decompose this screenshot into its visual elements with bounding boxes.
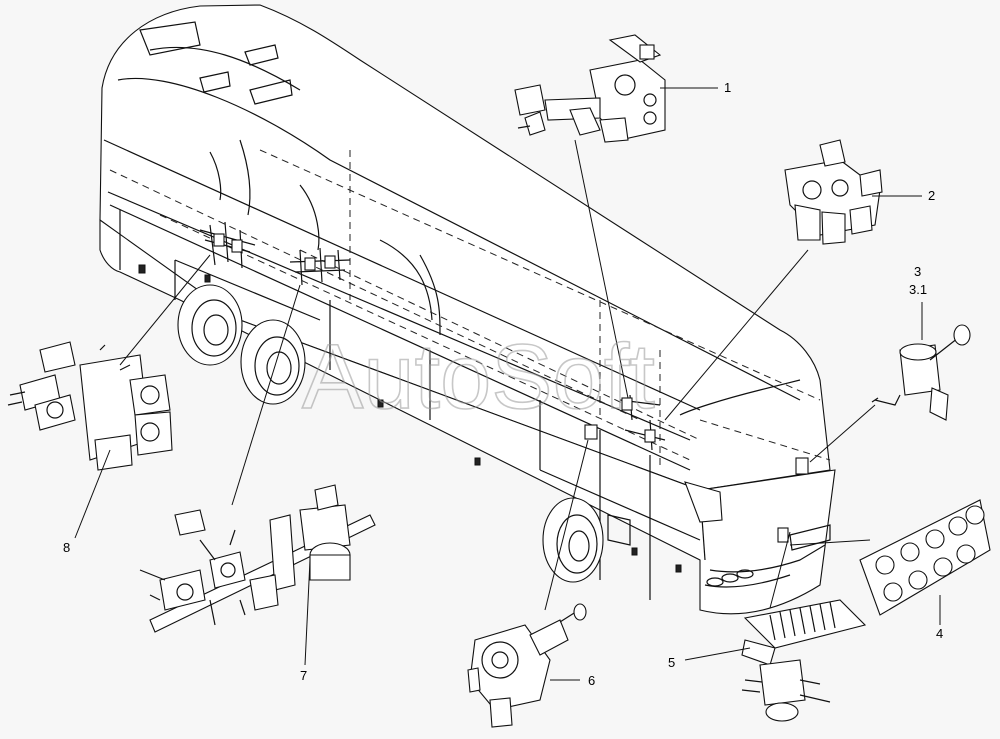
callout-3: 3 xyxy=(914,264,921,279)
valve-cluster-rear-b xyxy=(289,247,351,286)
component-8-valve-assembly xyxy=(7,341,173,471)
callout-8: 8 xyxy=(63,540,70,555)
callout-2: 2 xyxy=(928,188,935,203)
component-1-valve xyxy=(514,34,666,143)
component-4-valve-bank xyxy=(859,499,991,616)
watermark-text: AutoSoft xyxy=(302,326,655,428)
valve-cluster-rear-a xyxy=(199,221,256,269)
callout-1: 1 xyxy=(724,80,731,95)
component-7-valve-assembly xyxy=(139,484,376,633)
callout-3-1: 3.1 xyxy=(909,282,927,297)
rear-wheel-1 xyxy=(177,284,243,366)
callout-6: 6 xyxy=(588,673,595,688)
rear-wheel-2 xyxy=(240,319,306,405)
pedal-valve-mount xyxy=(777,527,789,543)
callout-labels: 1 2 3 3.1 4 5 6 7 8 xyxy=(63,80,943,688)
component-3-hand-valve xyxy=(871,324,971,421)
component-6-valve xyxy=(467,603,587,728)
dashboard-valve xyxy=(795,457,809,475)
component-5-brake-pedal-valve xyxy=(741,599,867,722)
front-wheel xyxy=(542,497,604,583)
valve-cluster-mid xyxy=(584,394,666,451)
callout-5: 5 xyxy=(668,655,675,670)
component-2-valve xyxy=(784,139,883,245)
bus-body xyxy=(99,4,836,615)
leader-lines xyxy=(74,87,941,681)
callout-7: 7 xyxy=(300,668,307,683)
callout-4: 4 xyxy=(936,626,943,641)
